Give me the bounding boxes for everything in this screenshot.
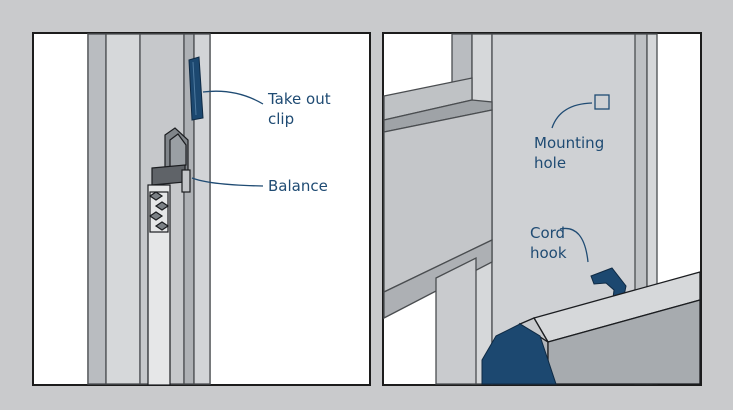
- cord-hook-label-line2: hook: [530, 244, 567, 262]
- left-panel: Take out clip Balance: [32, 32, 371, 386]
- balance-assembly: [147, 127, 191, 386]
- horizontal-rail: [383, 77, 493, 385]
- mounting-hole-label-line2: hole: [534, 154, 566, 172]
- blind-headrail: [518, 271, 701, 385]
- balance-label: Balance: [268, 177, 328, 195]
- take-out-clip-leader: [202, 90, 264, 105]
- mounting-hole: [594, 94, 610, 110]
- headrail-end-cap: [481, 323, 557, 385]
- balance-leader: [191, 177, 264, 187]
- cord-hook-label: Cord: [530, 224, 565, 242]
- cord-hook-leader: [559, 227, 589, 263]
- right-panel: Mounting hole Cord hook: [382, 32, 702, 386]
- mounting-hole-label: Mounting: [534, 134, 604, 152]
- take-out-clip-label: Take out: [267, 90, 331, 108]
- take-out-clip: [188, 56, 204, 121]
- mounting-hole-leader: [551, 102, 593, 129]
- take-out-clip-label-line2: clip: [268, 110, 294, 128]
